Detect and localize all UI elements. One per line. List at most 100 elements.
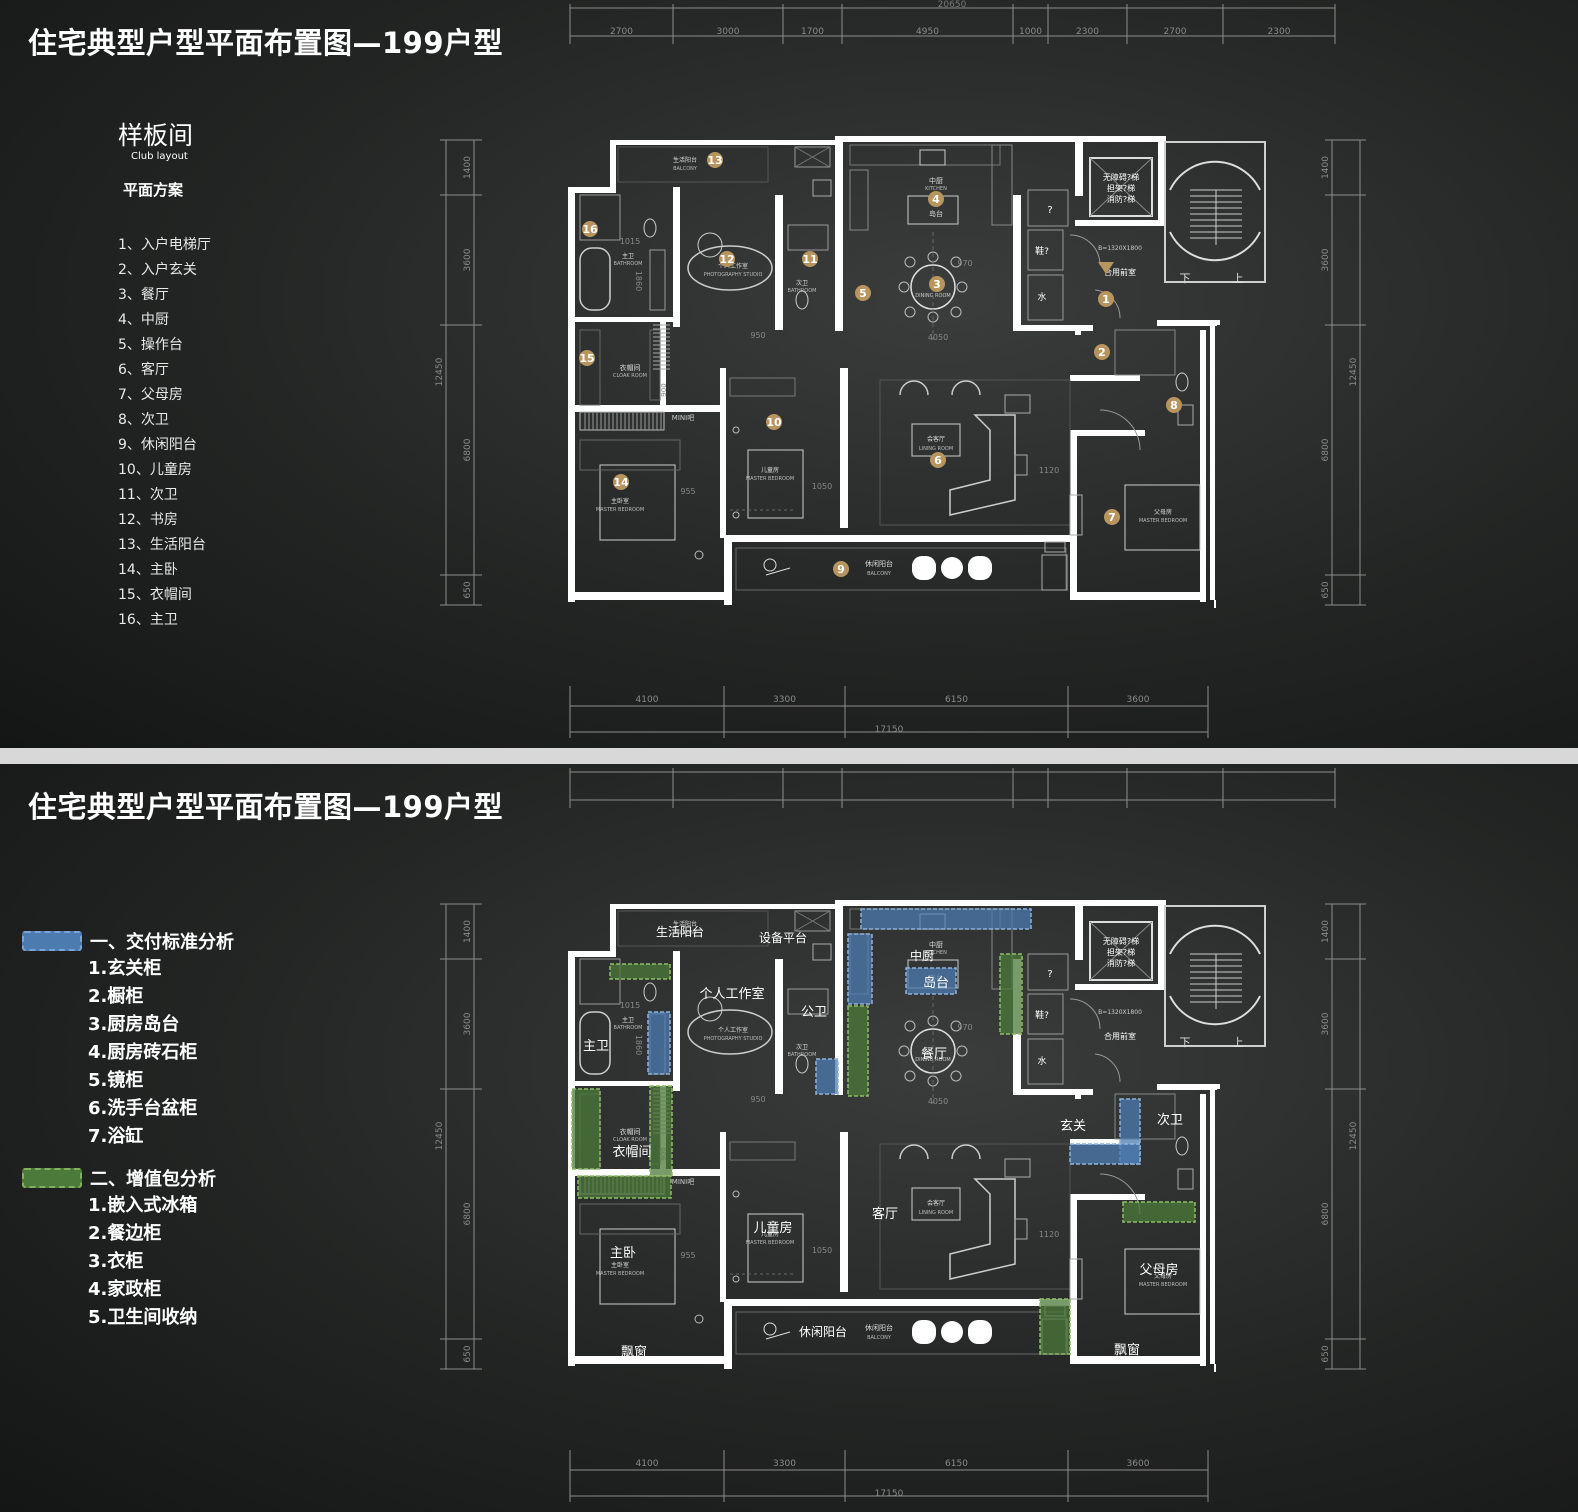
toilet: [1175, 1136, 1189, 1156]
dimension-label: 6150: [945, 695, 968, 705]
chair: [697, 996, 723, 1022]
legend-item: 4.家政柜: [88, 1279, 162, 1300]
side-table: [1014, 454, 1028, 476]
elevator-label: 无障碍?梯: [1103, 936, 1139, 946]
plan-line: [765, 567, 791, 576]
room-label: 儿童房: [761, 466, 779, 474]
door-swing: [1069, 998, 1101, 1030]
washer: [1041, 554, 1068, 591]
slide-cabinet-analysis: 住宅典型户型平面布置图—199户型 一、交付标准分析 1.玄关柜 2.橱柜 3.…: [0, 764, 1578, 1512]
zone-storage: [609, 963, 671, 980]
wall: [568, 1081, 678, 1086]
room-list-item: 13、生活阳台: [118, 537, 206, 553]
cabinet: [1069, 494, 1083, 536]
dimension-label: 650: [463, 1345, 473, 1362]
room-label-en: LINING ROOM: [919, 1210, 953, 1216]
overlay-label: 设备平台: [759, 930, 807, 945]
shaft-label: ?: [1047, 969, 1052, 980]
room-label: 主卧室: [611, 497, 629, 505]
wall: [568, 187, 616, 193]
fridge-cabinet: [991, 144, 1013, 226]
room-number-marker: [1094, 344, 1110, 360]
wall: [840, 368, 848, 528]
fixture: [812, 179, 832, 197]
room-label-en: MASTER BEDROOM: [596, 507, 644, 513]
chair: [697, 232, 723, 258]
room-number: 10: [766, 416, 782, 429]
room-label-en: PHOTOGRAPHY STUDIO: [704, 1036, 763, 1042]
dimension-label: 3300: [773, 1459, 796, 1469]
door-swing: [1094, 1053, 1121, 1083]
chair: [898, 281, 910, 293]
wall: [1013, 1089, 1093, 1095]
room-number-marker: [833, 561, 849, 577]
room-label: 主卧室: [611, 1261, 629, 1269]
plan-line: [794, 146, 831, 168]
lobby-dim: B=1320X1800: [1098, 1009, 1142, 1016]
dimension-label: 650: [1321, 1345, 1331, 1362]
inner-dim: 900: [660, 383, 668, 396]
room-label-en: BATHROOM: [788, 288, 817, 294]
room-list-item: 6、客厅: [118, 362, 169, 378]
bath3: [1114, 1093, 1176, 1140]
room-list-item: 16、主卫: [118, 612, 178, 628]
room-label: 主卫: [622, 1016, 634, 1024]
room-list-item: 4、中厨: [118, 312, 169, 328]
side-table: [1014, 1218, 1028, 1240]
dimension-label: 20650: [938, 0, 967, 10]
room-label-en: MASTER BEDROOM: [1139, 518, 1187, 524]
dimension-label: 3600: [1127, 695, 1150, 705]
slide-title: 住宅典型户型平面布置图—199户型: [28, 26, 504, 60]
dimension-label: 3600: [463, 1012, 473, 1035]
vanity: [787, 224, 829, 251]
wall: [1075, 900, 1083, 960]
overlay-label: 生活阳台: [656, 924, 704, 939]
zone-wardrobe: [571, 1088, 601, 1170]
dimension-label: 3600: [1321, 1012, 1331, 1035]
room-label: 生活阳台: [673, 920, 697, 928]
dimension-label: 1400: [1321, 156, 1331, 179]
room-list-item: 11、次卫: [118, 487, 178, 503]
room-list-item: 7、父母房: [118, 387, 183, 403]
legend-item: 2.橱柜: [88, 986, 144, 1007]
legend-title: 一、交付标准分析: [90, 932, 234, 953]
wall: [1075, 984, 1166, 990]
wall: [835, 136, 1081, 142]
wall: [1070, 375, 1140, 381]
dimension-label: 12450: [435, 1121, 445, 1150]
dimension-label: 6800: [463, 1202, 473, 1225]
overlay-label: 次卫: [1157, 1112, 1183, 1128]
bathtub: [579, 247, 611, 311]
wall: [1070, 1139, 1140, 1145]
legend-title: 二、增值包分析: [90, 1169, 216, 1190]
room-label: 会客厅: [927, 435, 945, 443]
elevator-label: 担架?梯: [1107, 183, 1135, 193]
toilet: [1175, 372, 1189, 392]
stair-label: 上: [1233, 1036, 1244, 1049]
room-number-marker: [1166, 397, 1182, 413]
legend-item: 1.嵌入式冰箱: [88, 1195, 198, 1216]
room-number-marker: [579, 350, 595, 366]
inner-dim: 1120: [1039, 1230, 1059, 1239]
wall: [610, 140, 840, 145]
shaft: [1027, 229, 1064, 271]
wall: [673, 187, 680, 327]
dimension-label: 4100: [636, 695, 659, 705]
room-label: 个人工作室: [718, 1026, 748, 1034]
room-label: 次卫: [796, 1043, 808, 1051]
zone-wardrobe: [649, 1085, 673, 1177]
elevator: [1089, 157, 1153, 217]
dimension-label: 2700: [1164, 27, 1187, 37]
slide-title: 住宅典型户型平面布置图—199户型: [28, 790, 504, 824]
room-number: 13: [707, 154, 722, 167]
toilet: [795, 290, 809, 310]
elevator-label: 担架?梯: [1107, 947, 1135, 957]
cabinet: [849, 169, 869, 231]
legend-item: 7.浴缸: [88, 1126, 144, 1147]
wall: [610, 904, 840, 909]
room-number-marker: [707, 152, 723, 168]
wall: [568, 187, 575, 602]
fixture: [732, 511, 740, 519]
